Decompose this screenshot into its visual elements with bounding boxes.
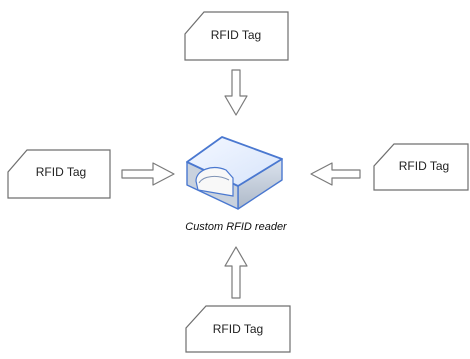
arrow-down-icon bbox=[224, 69, 248, 116]
rfid-tag-right: RFID Tag bbox=[373, 143, 469, 191]
arrow-left-icon bbox=[310, 162, 361, 186]
rfid-tag-bottom-label: RFID Tag bbox=[213, 322, 263, 336]
rfid-tag-left: RFID Tag bbox=[7, 149, 111, 199]
rfid-tag-top: RFID Tag bbox=[184, 11, 289, 61]
arrow-right-icon bbox=[121, 162, 175, 186]
reader-label: Custom RFID reader bbox=[185, 221, 288, 233]
rfid-reader-icon bbox=[186, 136, 283, 210]
rfid-tag-right-label: RFID Tag bbox=[399, 159, 449, 173]
arrow-up-icon bbox=[224, 246, 248, 299]
rfid-tag-left-label: RFID Tag bbox=[36, 165, 86, 179]
rfid-tag-top-label: RFID Tag bbox=[211, 28, 261, 42]
rfid-tag-bottom: RFID Tag bbox=[185, 305, 291, 353]
